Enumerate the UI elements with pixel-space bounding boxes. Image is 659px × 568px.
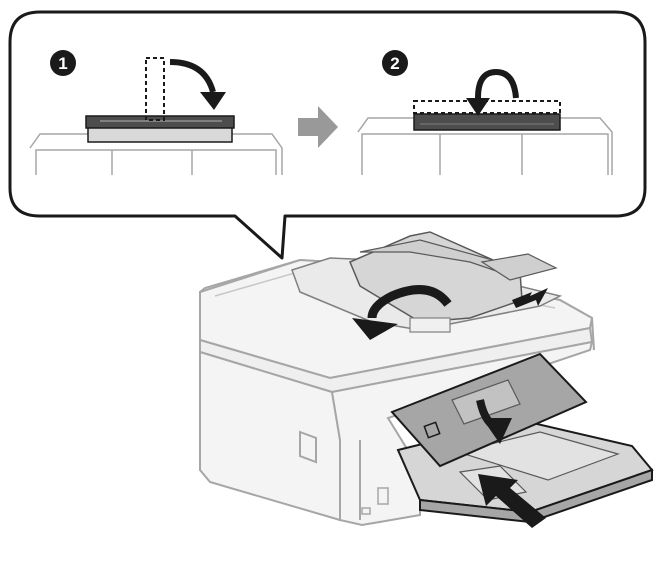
rotate-arrow-icon (169, 59, 216, 93)
push-arrow-icon (478, 474, 546, 528)
push-arrow-icon (512, 288, 548, 308)
flow-arrow-icon (298, 106, 338, 148)
step-2-badge: 2 (382, 50, 408, 76)
step-2-scanner (357, 68, 613, 175)
step-badge-icon (382, 50, 408, 76)
output-tray (390, 352, 654, 528)
step-1-scanner (29, 57, 283, 175)
adf-feeder (291, 231, 563, 340)
step-1-number: 1 (58, 54, 67, 73)
paper-sheet (455, 431, 620, 481)
flip-arrow-icon (475, 68, 519, 99)
rotate-arrow-icon (367, 285, 452, 319)
step-2-number: 2 (390, 54, 399, 73)
step-badge-icon (50, 50, 76, 76)
step-1-badge: 1 (50, 50, 76, 76)
